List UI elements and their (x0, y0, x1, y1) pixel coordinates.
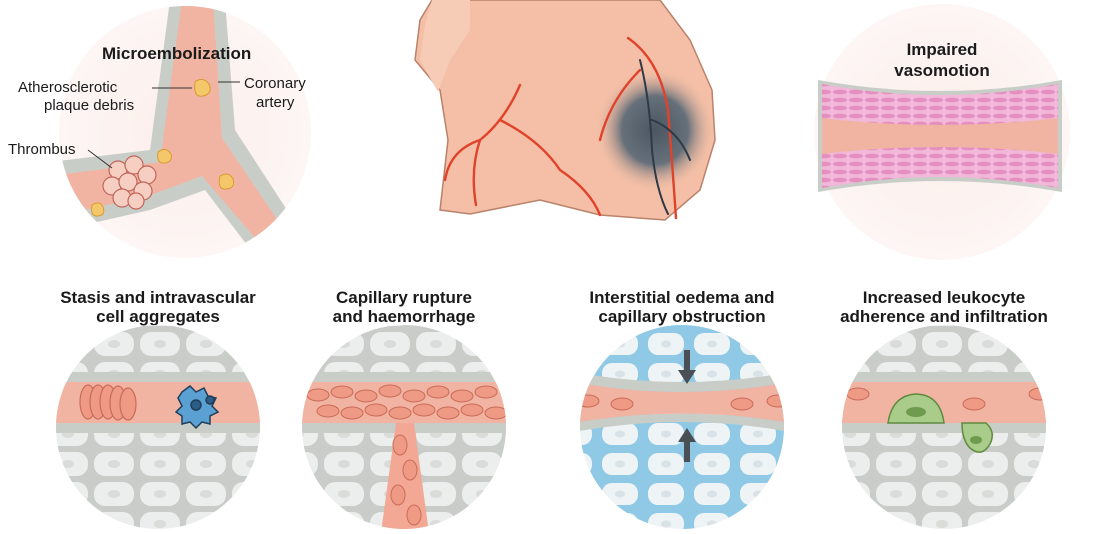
thrombus-label: Thrombus (8, 141, 76, 158)
panel-oedema-title-line1: Interstitial oedema and (589, 288, 774, 307)
artery-label-line2: artery (256, 94, 295, 111)
plaque-label-line2: plaque debris (44, 97, 134, 114)
panel-leukocyte-title-line1: Increased leukocyte (863, 288, 1026, 307)
capillary-lumen (836, 382, 1056, 423)
panel-rupture-title-line1: Capillary rupture (336, 288, 472, 307)
microembolization-title: Microembolization (102, 44, 251, 63)
panel-stasis-title-line2: cell aggregates (96, 307, 220, 326)
artery-label-line1: Coronary (244, 75, 306, 92)
panel-rupture: Capillary rupture and haemorrhage (296, 288, 524, 534)
panel-rupture-title-line2: and haemorrhage (333, 307, 476, 326)
panel-stasis-title-line1: Stasis and intravascular (60, 288, 256, 307)
panel-leukocyte-title-line2: adherence and infiltration (840, 307, 1048, 326)
panel-oedema: Interstitial oedema and capillary obstru… (574, 288, 794, 534)
panel-oedema-title-line2: capillary obstruction (598, 307, 765, 326)
microembolization-panel: Microembolization Atherosclerotic plaque… (8, 0, 311, 262)
plaque-label-line1: Atherosclerotic (18, 79, 118, 96)
panel-leukocyte: Increased leukocyte adherence and infilt… (836, 288, 1056, 534)
heart (415, 0, 715, 220)
vasomotion-panel: Impaired vasomotion (814, 4, 1070, 260)
rouleaux-rbc (80, 385, 136, 420)
vasomotion-title-line2: vasomotion (894, 61, 989, 80)
vasomotion-title-line1: Impaired (907, 40, 978, 59)
panel-stasis: Stasis and intravascular cell aggregates (50, 288, 270, 534)
